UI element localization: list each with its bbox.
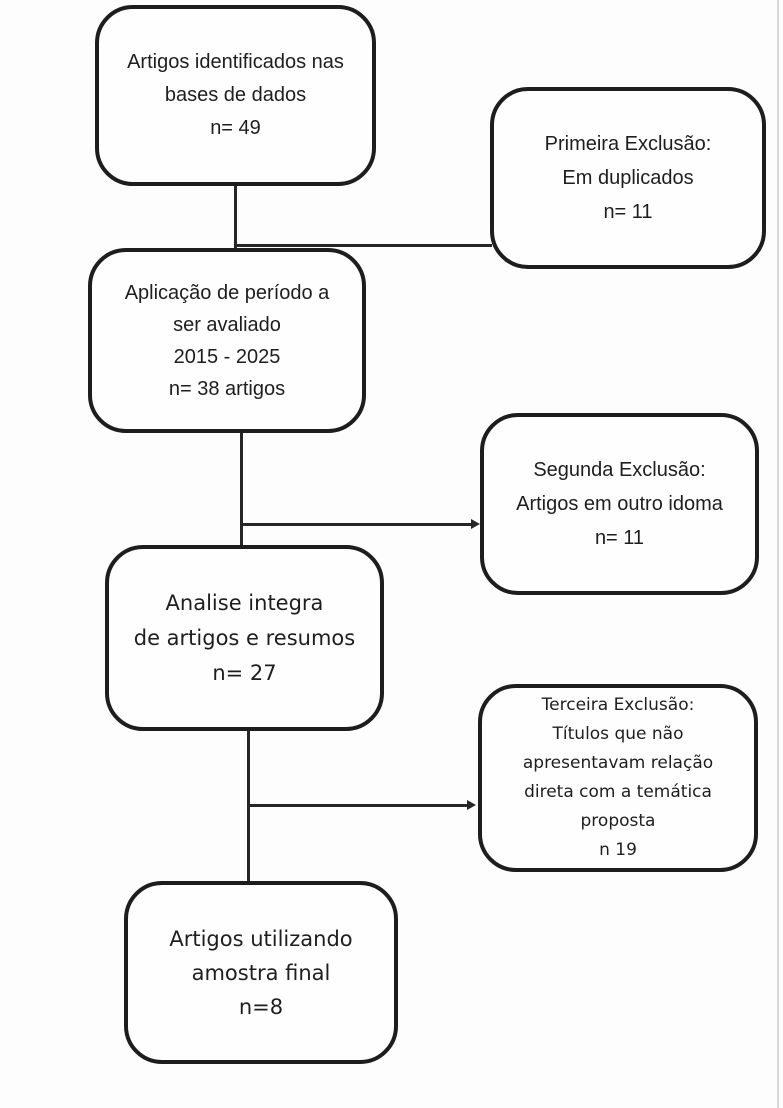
connector-to-third-exclusion [248,804,469,807]
node-text-line: Aplicação de período a [124,281,330,304]
arrowhead-third-exclusion-icon [467,800,476,810]
node-period-filter: Aplicação de período a ser avaliado 2015… [88,248,366,433]
node-text-line: apresentavam relação [522,753,714,773]
connector-period-to-analysis [240,431,243,547]
node-second-exclusion: Segunda Exclusão: Artigos em outro idoma… [480,413,759,595]
connector-identified-to-period [234,183,237,250]
connector-to-first-exclusion [236,244,492,247]
node-count-line: n= 11 [603,201,653,223]
node-text-line: de artigos e resumos [133,625,356,650]
node-text-line: bases de dados [164,84,307,106]
node-text-line: Artigos em outro idoma [516,493,723,515]
node-count-line: n= 11 [594,527,645,549]
node-text-line: Segunda Exclusão: [533,459,706,481]
node-text-line: Artigos identificados nas [127,51,344,73]
node-final-sample: Artigos utilizando amostra final n=8 [124,881,398,1064]
node-text-line: Primeira Exclusão: [544,133,712,155]
node-third-exclusion: Terceira Exclusão: Títulos que não apres… [478,684,758,872]
node-text-line: Analise integra [165,590,324,615]
node-text-line: proposta [580,811,656,831]
connector-to-second-exclusion [241,523,473,526]
node-text-line: amostra final [191,960,331,985]
arrowhead-second-exclusion-icon [471,519,480,529]
node-count-line: n= 27 [212,660,277,685]
node-text-line: Artigos utilizando [169,926,353,951]
node-count-line: n=8 [238,994,284,1019]
node-first-exclusion: Primeira Exclusão: Em duplicados n= 11 [490,87,766,269]
node-text-line: Em duplicados [562,167,694,189]
node-text-line: ser avaliado [173,313,281,336]
node-full-analysis: Analise integra de artigos e resumos n= … [105,545,384,731]
node-text-line: Títulos que não [552,724,684,744]
node-text-line: Terceira Exclusão: [541,695,695,715]
node-count-line: n= 49 [210,117,261,139]
node-identified-articles: Artigos identificados nas bases de dados… [95,5,376,186]
node-text-line: 2015 - 2025 [173,345,281,368]
node-count-line: n 19 [599,840,637,860]
node-text-line: direta com a temática [524,782,712,802]
page-edge-line [777,0,779,1108]
node-count-line: n= 38 artigos [168,377,286,400]
